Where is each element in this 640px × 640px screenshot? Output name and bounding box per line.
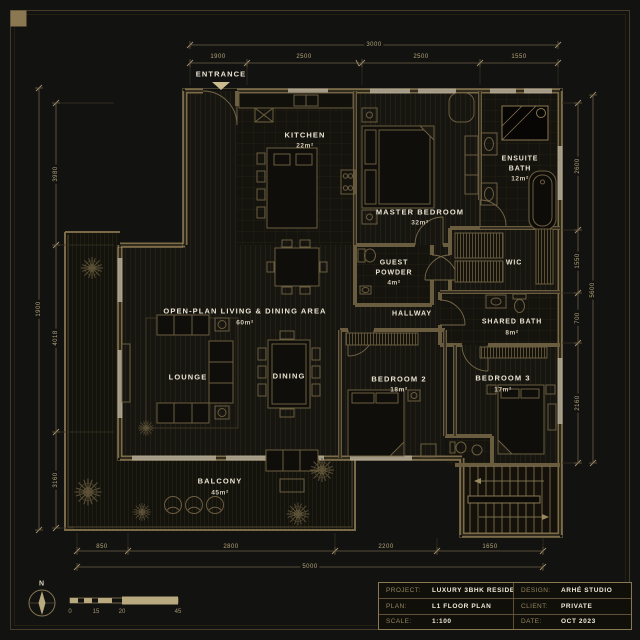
room-label-lounge: LOUNGE (168, 372, 208, 382)
room-label-ensuite-line1: ENSUITE (501, 155, 539, 163)
scale-value: 1:100 (432, 618, 452, 626)
sheet-frame (10, 10, 630, 630)
room-area-master-bedroom: 32m² (411, 219, 429, 227)
room-label-ensuite-line2: BATH (508, 165, 532, 173)
dim-left-segment-2: 3160 (53, 470, 59, 490)
kitchen-furniture (238, 92, 356, 295)
design-value: ARHÉ STUDIO (561, 587, 613, 595)
date-label: DATE: (521, 618, 542, 626)
room-label-wic: WIC (505, 259, 523, 267)
scale-bar (69, 596, 179, 605)
wic-furniture (454, 228, 554, 285)
client-value: PRIVATE (561, 602, 593, 610)
shared-bath-fixtures (485, 293, 527, 313)
entrance-label: ENTRANCE (195, 69, 247, 79)
dim-right-segment-2: 700 (575, 310, 581, 326)
dim-top-segment-2: 2500 (411, 54, 431, 60)
master-bedroom-furniture (361, 92, 479, 225)
room-label-dining: DINING (272, 371, 306, 381)
plan-value: L1 FLOOR PLAN (432, 602, 492, 610)
dining-furniture (257, 330, 321, 418)
title-block-scale: SCALE: 1:100 (379, 613, 513, 629)
title-block-design: DESIGN: ARHÉ STUDIO (513, 583, 631, 599)
room-area-guest: 4m² (387, 279, 401, 287)
dim-right-segment-1: 1550 (575, 251, 581, 271)
scale-tick-0: 0 (68, 609, 72, 615)
dim-left-segment-1: 4018 (53, 328, 59, 348)
room-label-master-bedroom: MASTER BEDROOM (375, 207, 465, 217)
room-area-living: 60m² (236, 319, 254, 327)
dim-top-overall: 3000 (364, 42, 384, 48)
frame-corner-marker (10, 10, 27, 27)
title-block-plan: PLAN: L1 FLOOR PLAN (379, 598, 513, 613)
project-value: LUXURY 3BHK RESIDENCE (432, 587, 513, 595)
room-label-bedroom2: BEDROOM 2 (371, 374, 427, 384)
room-label-bedroom3: BEDROOM 3 (475, 373, 531, 383)
room-area-balcony: 45m² (211, 489, 229, 497)
scale-tick-3: 45 (174, 609, 182, 615)
room-area-kitchen: 22m² (296, 142, 314, 150)
scale-tick-1: 15 (92, 609, 100, 615)
dim-right-segment-0: 2600 (575, 156, 581, 176)
north-label: N (38, 580, 46, 588)
project-label: PROJECT: (386, 587, 421, 595)
title-block: PROJECT: LUXURY 3BHK RESIDENCE DESIGN: A… (378, 582, 632, 630)
guest-powder-fixtures (357, 248, 376, 295)
dim-bottom-segment-2: 2200 (376, 544, 396, 550)
staircase (467, 466, 551, 533)
dim-bottom-segment-1: 2800 (221, 544, 241, 550)
room-label-guest-line2: POWDER (375, 269, 413, 277)
lounge-furniture (121, 314, 239, 429)
date-value: OCT 2023 (561, 618, 596, 626)
room-label-hallway: HALLWAY (392, 310, 432, 318)
ensuite-furniture (480, 105, 557, 231)
plan-label: PLAN: (386, 602, 407, 610)
dim-right-segment-3: 2160 (575, 393, 581, 413)
dim-bottom-overall: 5000 (300, 564, 320, 570)
entrance-arrow-icon (212, 82, 230, 90)
room-area-bedroom2: 18m² (390, 386, 408, 394)
room-label-guest-line1: GUEST (379, 259, 409, 267)
room-area-ensuite: 12m² (511, 175, 529, 183)
dim-bottom-segment-3: 1650 (480, 544, 500, 550)
bedroom2-furniture (345, 332, 437, 458)
dim-top-segment-3: 1550 (509, 54, 529, 60)
wc-fixtures (449, 441, 483, 456)
room-area-bedroom3: 17m² (494, 386, 512, 394)
design-label: DESIGN: (521, 587, 551, 595)
dimension-lines (35, 41, 597, 571)
room-label-balcony: BALCONY (197, 476, 243, 486)
north-arrow-icon (28, 589, 56, 617)
room-label-kitchen: KITCHEN (284, 130, 326, 140)
dim-top-segment-1: 2500 (294, 54, 314, 60)
balcony-railing (64, 231, 356, 531)
title-block-date: DATE: OCT 2023 (513, 613, 631, 629)
balcony-furniture (164, 449, 319, 514)
dim-left-segment-0: 3980 (53, 164, 59, 184)
dim-top-segment-0: 1900 (208, 54, 228, 60)
scale-tick-2: 20 (118, 609, 126, 615)
title-block-project: PROJECT: LUXURY 3BHK RESIDENCE (379, 583, 513, 598)
room-label-shared-bath: SHARED BATH (481, 318, 543, 326)
dim-right-overall: 5600 (590, 280, 596, 300)
title-block-client: CLIENT: PRIVATE (513, 598, 631, 614)
bedroom3-furniture (479, 346, 557, 455)
room-label-living: OPEN-PLAN LIVING & DINING AREA (163, 306, 327, 316)
dim-bottom-segment-0: 850 (94, 544, 110, 550)
scale-label: SCALE: (386, 618, 412, 626)
room-area-shared-bath: 8m² (505, 329, 519, 337)
client-label: CLIENT: (521, 602, 549, 610)
dim-left-overall: 1900 (36, 299, 42, 319)
